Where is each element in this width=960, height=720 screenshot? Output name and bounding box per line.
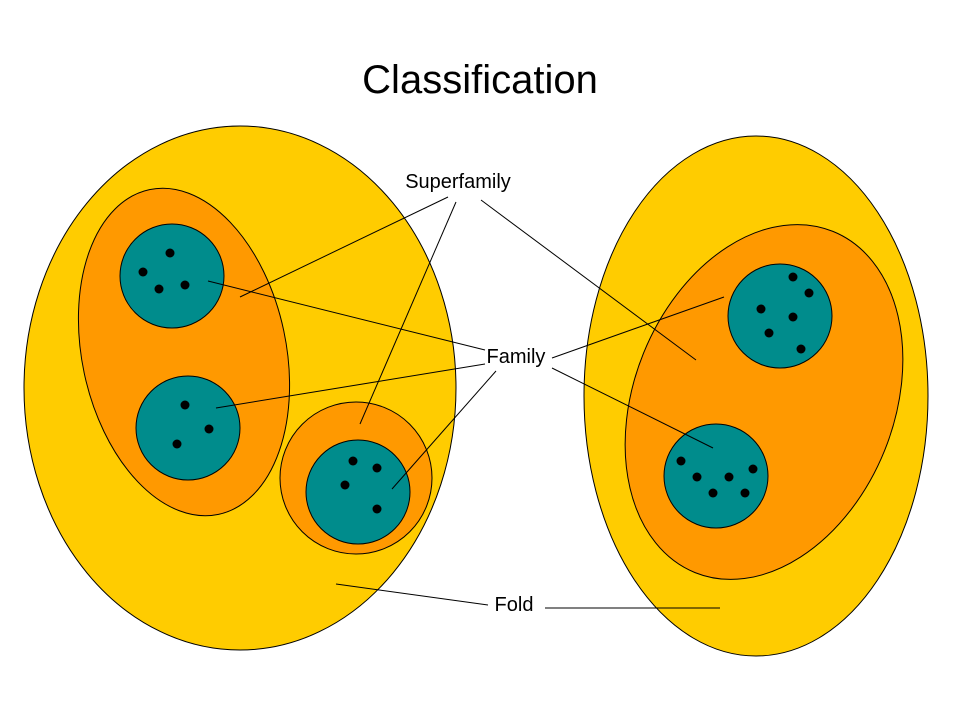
member-dot — [748, 464, 758, 474]
family-leader-line — [215, 363, 486, 409]
member-dot — [180, 280, 190, 290]
member-dots-family-2 — [172, 400, 214, 449]
member-dot — [788, 272, 798, 282]
family-leader-line — [551, 367, 714, 449]
member-dot — [340, 480, 350, 490]
member-dot — [724, 472, 734, 482]
family-leader-line — [207, 280, 486, 351]
superfamily-leader-line — [239, 196, 449, 298]
member-dot — [708, 488, 718, 498]
member-dot — [172, 439, 182, 449]
family-leader-line — [551, 296, 725, 359]
member-dot — [204, 424, 214, 434]
family-circle-2 — [135, 375, 241, 481]
family-circle-1 — [119, 223, 225, 329]
member-dot — [796, 344, 806, 354]
member-dot — [138, 267, 148, 277]
family-label: Family — [487, 346, 546, 368]
page-title: Classification — [362, 58, 598, 102]
member-dot — [764, 328, 774, 338]
fold-label: Fold — [495, 594, 534, 616]
member-dots-family-1 — [138, 248, 190, 294]
superfamily-label: Superfamily — [405, 171, 511, 193]
family-leader-line — [391, 370, 497, 490]
member-dot — [372, 463, 382, 473]
member-dots-family-5 — [676, 456, 758, 498]
member-dots-family-3 — [340, 456, 382, 514]
member-dot — [692, 472, 702, 482]
member-dot — [180, 400, 190, 410]
superfamily-leader-line — [480, 199, 697, 361]
member-dot — [372, 504, 382, 514]
family-circle-5 — [663, 423, 769, 529]
member-dot — [788, 312, 798, 322]
member-dot — [804, 288, 814, 298]
member-dot — [154, 284, 164, 294]
member-dot — [348, 456, 358, 466]
member-dot — [676, 456, 686, 466]
family-circle-4 — [727, 263, 833, 369]
member-dot — [756, 304, 766, 314]
member-dots-family-4 — [756, 272, 814, 354]
family-circle-3 — [305, 439, 411, 545]
member-dot — [165, 248, 175, 258]
fold-leader-line — [335, 583, 489, 606]
superfamily-leader-line — [359, 201, 457, 425]
member-dot — [740, 488, 750, 498]
